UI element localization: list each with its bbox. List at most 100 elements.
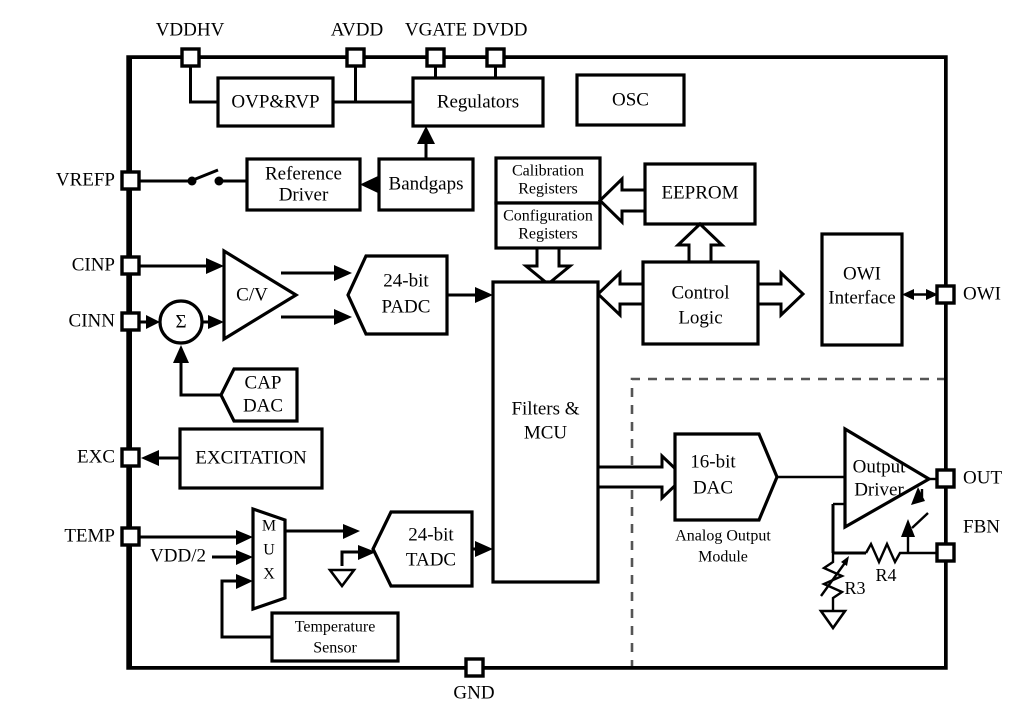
pin-label-dvdd: DVDD <box>473 19 528 40</box>
block-label-temp-sensor-1: Temperature <box>295 619 376 636</box>
pin-vrefp[interactable] <box>120 170 141 191</box>
arrowhead-cv-padc-bot <box>334 309 352 325</box>
block-label-configuration-1: Configuration <box>503 208 593 225</box>
arrowhead-excitation-exc <box>141 450 159 466</box>
block-label-mux-x: X <box>263 566 275 583</box>
block-mux[interactable]: M U X <box>251 506 287 612</box>
feedback-switch[interactable] <box>901 487 929 553</box>
label-vdd-div2: VDD/2 <box>150 545 206 566</box>
pin-avdd[interactable] <box>345 47 366 101</box>
block-regulators[interactable]: Regulators <box>411 76 545 128</box>
vrefp-switch[interactable] <box>139 168 247 186</box>
pin-vddhv[interactable] <box>180 47 201 92</box>
block-label-padc-1: 24-bit <box>383 270 429 291</box>
arrowhead-owi-right <box>926 289 938 300</box>
pin-label-vgate: VGATE <box>405 19 467 40</box>
pin-label-vddhv: VDDHV <box>156 19 225 40</box>
block-label-excitation: EXCITATION <box>195 447 307 468</box>
block-label-filters-mcu-2: MCU <box>524 422 568 443</box>
pin-label-gnd: GND <box>453 682 494 703</box>
block-label-eeprom: EEPROM <box>661 182 738 203</box>
block-label-dac16-1: 16-bit <box>690 451 736 472</box>
block-eeprom[interactable]: EEPROM <box>643 162 757 226</box>
block-label-osc: OSC <box>612 89 649 110</box>
arrowhead-summer-cv <box>208 315 224 329</box>
pin-out[interactable] <box>935 468 956 489</box>
arrowhead-tempsensor-mux <box>236 574 253 589</box>
block-excitation[interactable]: EXCITATION <box>178 427 324 490</box>
block-padc[interactable]: 24-bit PADC <box>346 254 449 336</box>
pin-label-avdd: AVDD <box>331 19 383 40</box>
blockarrow-controllogic-to-filters <box>595 269 645 319</box>
wire-capdac-to-summer <box>179 363 221 397</box>
arrowhead-gnd-tadc <box>358 545 376 560</box>
arrowhead-vdd2-mux <box>236 550 253 565</box>
arrowhead-fb-switch-up <box>901 519 915 537</box>
pin-owi[interactable] <box>935 284 956 305</box>
pin-exc[interactable] <box>120 447 141 468</box>
block-label-calibration-1: Calibration <box>512 163 584 180</box>
block-bandgaps[interactable]: Bandgaps <box>377 157 475 212</box>
block-ovp-rvp[interactable]: OVP&RVP <box>216 76 335 128</box>
arrowhead-bandgaps-refdriver <box>360 176 378 193</box>
block-label-owi-interface-1: OWI <box>843 263 881 284</box>
block-label-calibration-2: Registers <box>518 181 578 198</box>
block-filters-mcu[interactable]: Filters & MCU <box>491 280 600 584</box>
arrowhead-mux-tadc <box>343 524 360 539</box>
block-configuration-registers[interactable]: Configuration Registers <box>494 201 602 250</box>
block-label-mux-m: M <box>262 518 276 535</box>
pin-vgate[interactable] <box>425 47 446 78</box>
blockarrow-controllogic-to-owi <box>756 269 806 319</box>
block-reference-driver[interactable]: Reference Driver <box>245 157 362 212</box>
analog-output-module-boundary <box>630 377 946 668</box>
arrowhead-tadc-filters <box>475 541 493 557</box>
label-analog-output-2: Module <box>698 549 748 566</box>
resistor-r3 <box>821 553 845 611</box>
block-tadc[interactable]: 24-bit TADC <box>371 510 474 588</box>
pin-temp[interactable] <box>120 526 141 547</box>
block-cap-dac[interactable]: CAP DAC <box>219 367 299 423</box>
block-label-output-driver-2: Driver <box>854 479 904 500</box>
block-summer[interactable]: Σ <box>158 299 204 345</box>
blockarrow-registers-to-filters <box>521 246 575 286</box>
label-analog-output-1: Analog Output <box>675 528 771 545</box>
block-label-tadc-2: TADC <box>406 549 456 570</box>
pin-label-cinp: CINP <box>72 254 115 275</box>
block-control-logic[interactable]: Control Logic <box>641 260 760 346</box>
block-osc[interactable]: OSC <box>575 73 686 127</box>
block-label-reference-driver-2: Driver <box>279 184 329 205</box>
pin-dvdd[interactable] <box>485 47 506 78</box>
block-temperature-sensor[interactable]: Temperature Sensor <box>270 611 400 663</box>
block-label-bandgaps: Bandgaps <box>389 173 464 194</box>
pin-label-temp: TEMP <box>64 525 115 546</box>
pin-fbn[interactable] <box>935 542 956 563</box>
blockarrow-controllogic-to-eeprom <box>674 221 726 264</box>
block-label-dac16-2: DAC <box>693 477 733 498</box>
pin-label-exc: EXC <box>77 446 115 467</box>
block-cv-amplifier[interactable]: C/V <box>222 248 300 342</box>
arrowhead-capdac-summer <box>173 345 189 363</box>
pin-label-vrefp: VREFP <box>56 169 115 190</box>
block-label-regulators: Regulators <box>437 91 519 112</box>
block-output-driver[interactable]: Output Driver <box>843 426 933 530</box>
block-dac16[interactable]: 16-bit DAC <box>673 432 779 522</box>
block-label-cv: C/V <box>236 284 268 305</box>
arrowhead-cinn-summer <box>146 315 160 329</box>
block-owi-interface[interactable]: OWI Interface <box>820 232 904 347</box>
wire-tempsensor-to-mux <box>220 579 272 639</box>
block-calibration-registers[interactable]: Calibration Registers <box>494 156 602 205</box>
label-r4: R4 <box>875 565 896 585</box>
label-r3: R3 <box>844 578 865 598</box>
block-label-control-logic-1: Control <box>671 282 729 303</box>
pin-gnd[interactable] <box>464 657 485 678</box>
block-label-mux-u: U <box>263 542 275 559</box>
pin-cinn[interactable] <box>120 311 141 332</box>
tadc-ground-symbol <box>327 550 360 589</box>
arrowhead-bandgaps-regulators <box>417 126 435 144</box>
block-label-tadc-1: 24-bit <box>408 524 454 545</box>
pin-label-fbn: FBN <box>963 516 1000 537</box>
pin-cinp[interactable] <box>120 255 141 276</box>
arrowhead-fb-switch-down <box>911 487 925 505</box>
